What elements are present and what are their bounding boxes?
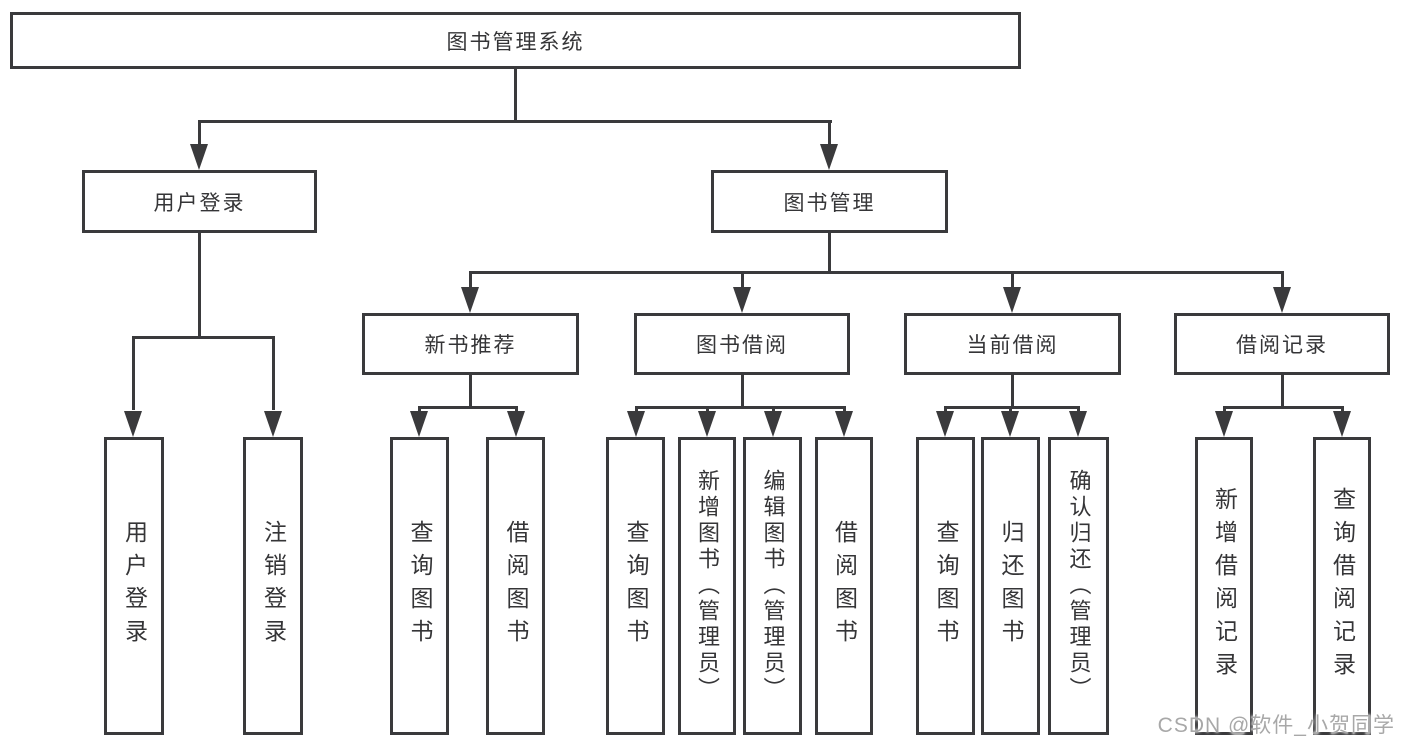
- leaf-user-login: 用户登录: [104, 437, 164, 735]
- arrowhead-down-icon: [1001, 411, 1019, 437]
- node-new-book-recommendation: 新书推荐: [362, 313, 579, 375]
- connector-line: [198, 120, 201, 148]
- node-label: 查询图书: [407, 520, 433, 652]
- connector-line: [1077, 406, 1080, 414]
- node-label: 新增图书（管理员）: [695, 469, 720, 703]
- leaf-borrow-edit-books-admin: 编辑图书（管理员）: [743, 437, 802, 735]
- arrowhead-down-icon: [507, 411, 525, 437]
- connector-line: [843, 406, 846, 414]
- node-label: 编辑图书（管理员）: [760, 469, 786, 703]
- node-current-borrowing: 当前借阅: [904, 313, 1121, 375]
- connector-line: [741, 375, 744, 406]
- arrowhead-down-icon: [733, 287, 751, 313]
- arrowhead-down-icon: [124, 411, 142, 437]
- node-book-management: 图书管理: [711, 170, 948, 233]
- arrowhead-down-icon: [1215, 411, 1233, 437]
- leaf-current-query-books: 查询图书: [916, 437, 975, 735]
- connector-line: [1281, 271, 1284, 289]
- leaf-borrow-query-books: 查询图书: [606, 437, 665, 735]
- node-label: 当前借阅: [966, 334, 1059, 357]
- node-label: 图书借阅: [696, 334, 788, 357]
- connector-line: [469, 271, 1283, 274]
- connector-line: [1341, 406, 1344, 414]
- arrowhead-down-icon: [1273, 287, 1291, 313]
- connector-line: [132, 336, 275, 339]
- leaf-newbook-borrow-books: 借阅图书: [486, 437, 545, 735]
- connector-line: [132, 336, 135, 410]
- arrowhead-down-icon: [1003, 287, 1021, 313]
- connector-line: [828, 233, 831, 271]
- arrowhead-down-icon: [820, 144, 838, 170]
- connector-line: [198, 120, 832, 123]
- arrowhead-down-icon: [936, 411, 954, 437]
- connector-line: [418, 406, 421, 414]
- connector-line: [1011, 375, 1014, 406]
- node-label: 新增借阅记录: [1211, 487, 1238, 685]
- node-library-management-system: 图书管理系统: [10, 12, 1021, 69]
- connector-line: [944, 406, 947, 414]
- leaf-records-query-borrow-record: 查询借阅记录: [1313, 437, 1371, 735]
- arrowhead-down-icon: [698, 411, 716, 437]
- connector-line: [1223, 406, 1343, 409]
- leaf-current-confirm-return-admin: 确认归还（管理员）: [1048, 437, 1109, 735]
- connector-line: [772, 406, 775, 414]
- node-label: 用户登录: [121, 520, 148, 652]
- arrowhead-down-icon: [1333, 411, 1351, 437]
- node-user-login: 用户登录: [82, 170, 317, 233]
- connector-line: [828, 120, 831, 148]
- arrowhead-down-icon: [410, 411, 428, 437]
- node-label: 查询借阅记录: [1329, 487, 1356, 685]
- connector-line: [635, 406, 845, 409]
- leaf-records-add-borrow-record: 新增借阅记录: [1195, 437, 1253, 735]
- arrowhead-down-icon: [264, 411, 282, 437]
- connector-line: [1223, 406, 1226, 414]
- node-label: 借阅图书: [503, 520, 529, 652]
- arrowhead-down-icon: [835, 411, 853, 437]
- node-borrowing-records: 借阅记录: [1174, 313, 1390, 375]
- connector-line: [1281, 375, 1284, 406]
- leaf-borrow-add-books-admin: 新增图书（管理员）: [678, 437, 736, 735]
- node-label: 图书管理系统: [446, 30, 585, 54]
- arrowhead-down-icon: [1069, 411, 1087, 437]
- csdn-watermark: CSDN @软件_小贺同学: [1157, 714, 1395, 737]
- arrowhead-down-icon: [461, 287, 479, 313]
- connector-line: [1009, 406, 1012, 414]
- connector-line: [418, 406, 518, 409]
- connector-line: [706, 406, 709, 414]
- node-label: 注销登录: [260, 520, 287, 652]
- node-label: 新书推荐: [424, 334, 517, 357]
- node-label: 借阅图书: [831, 520, 858, 652]
- node-label: 归还图书: [998, 520, 1024, 652]
- node-label: 图书管理: [783, 191, 876, 215]
- connector-line: [741, 271, 744, 289]
- connector-line: [514, 68, 517, 120]
- connector-line: [469, 271, 472, 289]
- connector-line: [272, 336, 275, 410]
- arrowhead-down-icon: [190, 144, 208, 170]
- node-label: 用户登录: [153, 191, 246, 215]
- node-label: 借阅记录: [1236, 334, 1328, 357]
- arrowhead-down-icon: [627, 411, 645, 437]
- node-book-borrowing: 图书借阅: [634, 313, 850, 375]
- node-label: 查询图书: [933, 520, 959, 652]
- leaf-current-return-books: 归还图书: [981, 437, 1040, 735]
- leaf-logout: 注销登录: [243, 437, 303, 735]
- arrowhead-down-icon: [764, 411, 782, 437]
- connector-line: [469, 375, 472, 406]
- leaf-borrow-borrow-books: 借阅图书: [815, 437, 873, 735]
- connector-line: [635, 406, 638, 414]
- node-label: 查询图书: [623, 520, 649, 652]
- connector-line: [1011, 271, 1014, 289]
- node-label: 确认归还（管理员）: [1066, 469, 1092, 703]
- connector-line: [198, 233, 201, 336]
- leaf-newbook-query-books: 查询图书: [390, 437, 449, 735]
- connector-line: [515, 406, 518, 414]
